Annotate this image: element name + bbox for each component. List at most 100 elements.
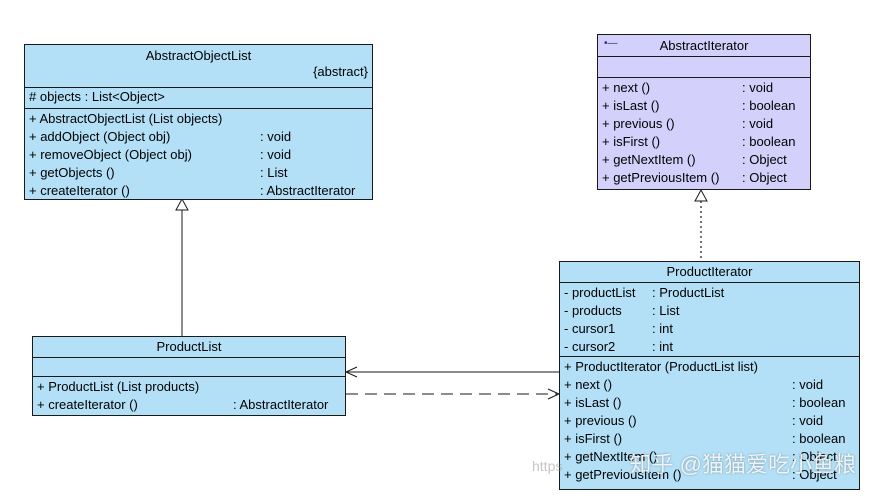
operation-row: + next () : void <box>560 376 859 394</box>
operation-name: + addObject (Object obj) <box>29 129 171 144</box>
dependency-arrowhead <box>547 388 561 400</box>
class-title: ProductIterator <box>666 264 753 279</box>
operation-row: + isLast () : boolean <box>598 97 810 115</box>
class-title: ProductList <box>156 339 222 354</box>
class-attributes <box>33 357 345 376</box>
operation-type: : void <box>742 116 774 131</box>
operation-type: : void <box>260 147 292 162</box>
generalization-arrowhead <box>175 197 189 211</box>
class-attributes: - productList : ProductList - products :… <box>560 282 859 356</box>
class-header: ProductIterator <box>560 262 859 282</box>
operation-row: + previous () : void <box>598 115 810 133</box>
attribute-row: - cursor1 : int <box>560 320 859 338</box>
realization-arrowhead <box>694 188 708 202</box>
class-operations: + AbstractObjectList (List objects) + ad… <box>25 108 372 200</box>
operation-name: + previous () <box>564 413 637 428</box>
attribute-name: # objects : List<Object> <box>29 89 165 104</box>
product-list-class: ProductList + ProductList (List products… <box>32 336 346 416</box>
operation-name: + isLast () <box>602 98 660 113</box>
operation-name: + isLast () <box>564 395 622 410</box>
abstract-iterator-interface: •— AbstractIterator + next () : void + i… <box>597 34 811 190</box>
class-title: AbstractIterator <box>659 38 749 53</box>
attribute-row: # objects : List<Object> <box>25 88 372 106</box>
operation-name: + removeObject (Object obj) <box>29 147 192 162</box>
operation-row: + isLast () : boolean <box>560 394 859 412</box>
operation-type: : void <box>792 413 824 428</box>
operation-row: + previous () : void <box>560 412 859 430</box>
operation-name: + createIterator () <box>29 183 130 198</box>
product-iterator-class: ProductIterator - productList : ProductL… <box>559 261 860 490</box>
operation-type: : boolean <box>792 431 846 446</box>
attribute-row: - cursor2 : int <box>560 338 859 356</box>
abstract-object-list-class: AbstractObjectList {abstract} # objects … <box>24 44 373 200</box>
operation-name: + createIterator () <box>37 397 138 412</box>
class-stereotype: {abstract} <box>313 64 368 79</box>
operation-row: + getObjects () : List <box>25 164 372 182</box>
class-title: AbstractObjectList <box>145 48 252 63</box>
class-operations: + ProductList (List products) + createIt… <box>33 376 345 414</box>
class-operations: + ProductIterator (ProductList list) + n… <box>560 356 859 484</box>
operation-type: : Object <box>792 449 837 464</box>
operation-row: + createIterator () : AbstractIterator <box>33 396 345 414</box>
operation-type: : boolean <box>742 98 796 113</box>
watermark-text: 知乎 @猫猫爱吃小鱼粮 <box>629 452 856 477</box>
class-attributes <box>598 56 810 77</box>
operation-name: + getPreviousItem () <box>564 467 682 482</box>
operation-name: + getPreviousItem () <box>602 170 720 185</box>
operation-name: + isFirst () <box>564 431 623 446</box>
class-operations: + next () : void + isLast () : boolean +… <box>598 77 810 187</box>
attribute-type: : ProductList <box>652 285 725 300</box>
operation-row: + AbstractObjectList (List objects) <box>25 110 372 128</box>
interface-icon: •— <box>604 38 618 49</box>
operation-row: + isFirst () : boolean <box>598 133 810 151</box>
operation-type: : AbstractIterator <box>233 397 329 412</box>
operation-row: + getPreviousItem () : Object <box>598 169 810 187</box>
operation-name: + AbstractObjectList (List objects) <box>29 111 223 126</box>
operation-type: : Object <box>792 467 837 482</box>
class-header: ProductList <box>33 337 345 357</box>
watermark-url: https <box>532 458 563 474</box>
operation-type: : Object <box>742 152 787 167</box>
operation-name: + ProductList (List products) <box>37 379 200 394</box>
operation-row: + createIterator () : AbstractIterator <box>25 182 372 200</box>
operation-type: : Object <box>742 170 787 185</box>
class-attributes: # objects : List<Object> <box>25 87 372 108</box>
operation-name: + next () <box>602 80 651 95</box>
attribute-row: - productList : ProductList <box>560 284 859 302</box>
operation-type: : List <box>260 165 288 180</box>
operation-type: : boolean <box>742 134 796 149</box>
attribute-name: - cursor1 <box>564 321 616 336</box>
operation-name: + previous () <box>602 116 675 131</box>
operation-row: + ProductIterator (ProductList list) <box>560 358 859 376</box>
operation-type: : void <box>792 377 824 392</box>
attribute-type: : int <box>652 339 673 354</box>
operation-type: : boolean <box>792 395 846 410</box>
operation-name: + getObjects () <box>29 165 115 180</box>
association-arrowhead <box>344 366 358 378</box>
operation-row: + isFirst () : boolean <box>560 430 859 448</box>
operation-name: + getNextItem () <box>564 449 658 464</box>
attribute-name: - productList <box>564 285 636 300</box>
class-header: •— AbstractIterator <box>598 35 810 56</box>
operation-name: + ProductIterator (ProductList list) <box>564 359 758 374</box>
operation-row: + getPreviousItem () : Object <box>560 466 859 484</box>
attribute-name: - cursor2 <box>564 339 616 354</box>
attribute-type: : List <box>652 303 680 318</box>
operation-name: + next () <box>564 377 613 392</box>
attribute-name: - products <box>564 303 622 318</box>
class-header: AbstractObjectList {abstract} <box>25 45 372 87</box>
operation-type: : void <box>742 80 774 95</box>
operation-row: + removeObject (Object obj) : void <box>25 146 372 164</box>
attribute-type: : int <box>652 321 673 336</box>
operation-name: + getNextItem () <box>602 152 696 167</box>
operation-row: + getNextItem () : Object <box>598 151 810 169</box>
operation-row: + next () : void <box>598 79 810 97</box>
operation-row: + ProductList (List products) <box>33 378 345 396</box>
operation-type: : AbstractIterator <box>260 183 356 198</box>
operation-name: + isFirst () <box>602 134 661 149</box>
operation-row: + addObject (Object obj) : void <box>25 128 372 146</box>
operation-row: + getNextItem () : Object <box>560 448 859 466</box>
attribute-row: - products : List <box>560 302 859 320</box>
operation-type: : void <box>260 129 292 144</box>
